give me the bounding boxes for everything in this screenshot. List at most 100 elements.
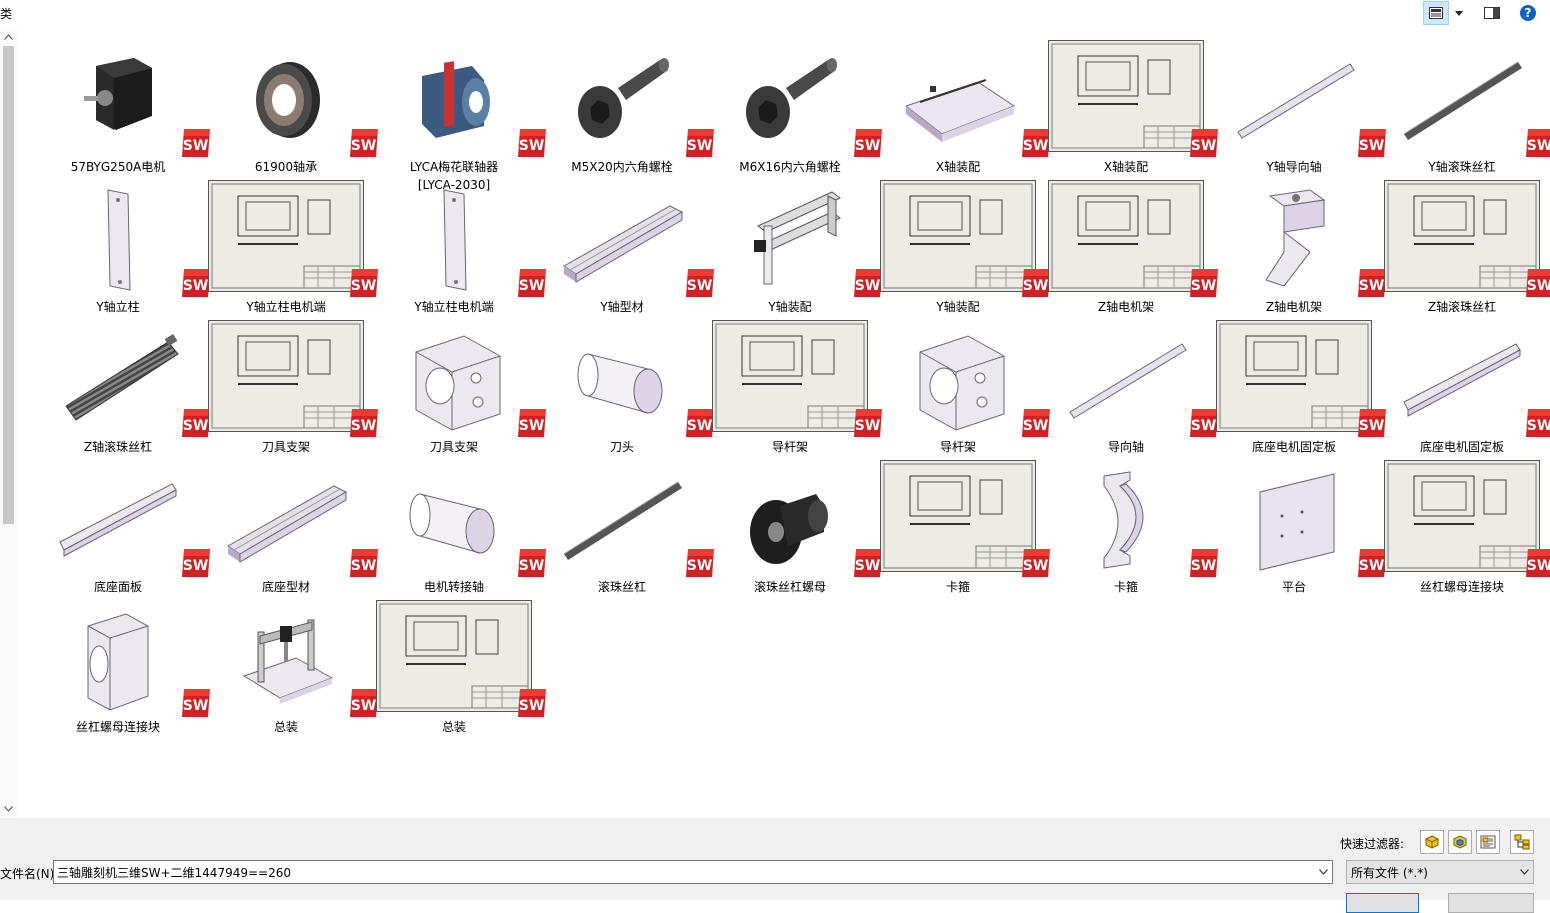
chevron-down-icon: [1455, 10, 1463, 16]
drawing-thumbnail: [208, 180, 364, 292]
file-item[interactable]: SW Y轴装配: [874, 176, 1050, 316]
filter-assemblies-button[interactable]: [1448, 830, 1472, 854]
filetype-dropdown[interactable]: [1514, 862, 1534, 882]
scrollbar-thumb[interactable]: [3, 46, 14, 524]
file-item-label: 导杆架: [939, 440, 976, 454]
model-thumbnail: [56, 46, 180, 154]
scroll-down-arrow[interactable]: [0, 800, 17, 818]
file-item-label: Z轴电机架: [1097, 300, 1155, 314]
solidworks-badge-icon: SW: [684, 128, 716, 158]
model-thumbnail: [392, 466, 516, 574]
file-item-label: 卡箍: [1113, 580, 1138, 594]
solidworks-badge-icon: SW: [516, 548, 548, 578]
solidworks-badge-icon: SW: [1020, 128, 1052, 158]
top-toolbar: 类 ?: [0, 0, 1550, 29]
filename-label: 文件名(N):: [0, 867, 59, 881]
svg-text:SW: SW: [183, 138, 209, 154]
model-thumbnail: [560, 46, 684, 154]
filename-input[interactable]: [53, 860, 1333, 884]
model-thumbnail: [224, 466, 348, 574]
model-thumbnail: [560, 186, 684, 294]
svg-text:SW: SW: [687, 418, 713, 434]
svg-text:SW: SW: [1191, 278, 1217, 294]
help-button[interactable]: ?: [1518, 1, 1538, 25]
preview-pane-icon: [1484, 7, 1500, 19]
chevron-up-icon: [4, 34, 13, 40]
file-item-label: 61900轴承: [254, 160, 318, 174]
chevron-down-icon: [4, 806, 13, 812]
file-item[interactable]: SW 丝杠螺母连接块: [1378, 456, 1550, 596]
file-item-label: 底座面板: [93, 580, 142, 594]
filter-toplevel-button[interactable]: [1510, 830, 1534, 854]
file-item[interactable]: SW 滚珠丝杠螺母: [706, 456, 882, 596]
solidworks-badge-icon: SW: [348, 548, 380, 578]
svg-text:SW: SW: [687, 138, 713, 154]
open-button[interactable]: 打开: [1346, 893, 1419, 913]
svg-text:SW: SW: [1191, 558, 1217, 574]
file-item-label: 刀具支架: [261, 440, 310, 454]
filter-drawings-button[interactable]: [1476, 830, 1500, 854]
view-mode-dropdown[interactable]: [1449, 1, 1469, 25]
scroll-up-arrow[interactable]: [0, 28, 17, 46]
view-mode-button[interactable]: [1423, 1, 1449, 25]
model-thumbnail: [1064, 466, 1188, 574]
solidworks-badge-icon: SW: [1524, 548, 1550, 578]
top-left-text: 类: [0, 7, 13, 21]
filename-dropdown[interactable]: [1313, 862, 1333, 882]
file-item[interactable]: SW 卡箍: [1042, 456, 1218, 596]
preview-pane-button[interactable]: [1481, 1, 1503, 25]
model-thumbnail: [392, 46, 516, 154]
file-item-label: Y轴滚珠丝杠: [1428, 160, 1496, 174]
quick-filter-label: 快速过滤器:: [1340, 837, 1405, 851]
cancel-button[interactable]: 取消: [1448, 893, 1534, 913]
vertical-scrollbar[interactable]: [0, 28, 18, 818]
file-item-label: Y轴装配: [936, 300, 980, 314]
svg-text:SW: SW: [1023, 278, 1049, 294]
file-item-label: Y轴立柱电机端: [246, 300, 326, 314]
filter-parts-button[interactable]: [1420, 830, 1444, 854]
solidworks-badge-icon: SW: [1188, 128, 1220, 158]
filetype-select[interactable]: 所有文件 (*.*): [1346, 860, 1534, 884]
solidworks-badge-icon: SW: [852, 548, 884, 578]
top-level-filter-icon: [1514, 834, 1530, 850]
file-item[interactable]: SW Z轴电机架: [1042, 176, 1218, 316]
help-icon: ?: [1520, 5, 1536, 21]
model-thumbnail: [728, 466, 852, 574]
file-item-label: 滚珠丝杠螺母: [753, 580, 826, 594]
file-item-label: 丝杠螺母连接块: [1419, 580, 1504, 594]
